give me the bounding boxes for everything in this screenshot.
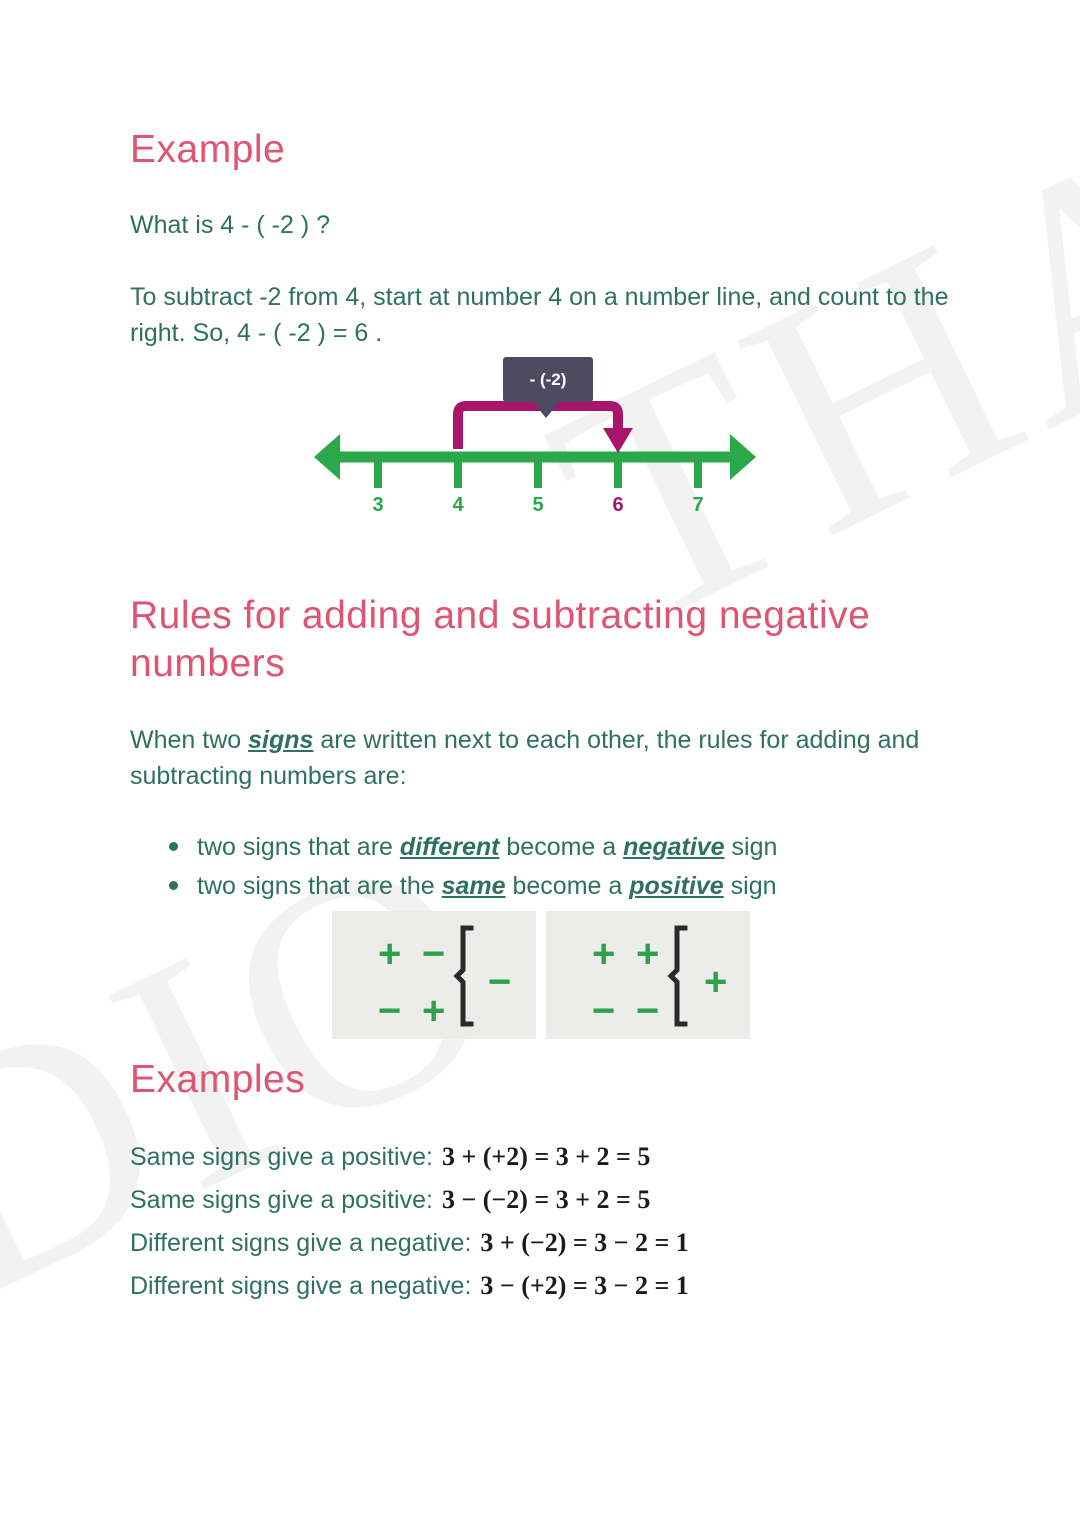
bullet-1-part-2: become a — [499, 833, 624, 861]
number-line-figure: - (-2) 3 4 5 6 7 — [300, 352, 770, 527]
rules-intro-before: When two — [130, 726, 249, 754]
example-label-3: Different signs give a negative: — [130, 1229, 472, 1257]
sign-box-different-signs — [332, 911, 536, 1039]
sign-left-row1-a: + — [378, 932, 402, 976]
example-explanation: To subtract -2 from 4, start at number 4… — [130, 283, 949, 347]
bullet-2-part-2: become a — [505, 871, 630, 900]
bullet-1-part-1: two signs that are — [197, 833, 400, 861]
example-row: Different signs give a negative: 3 + (−2… — [130, 1230, 960, 1273]
tick-label-5: 5 — [532, 494, 544, 516]
tick-label-7: 7 — [692, 494, 704, 516]
rules-intro-after: are written next to each other, the rule… — [130, 726, 920, 790]
sign-left-row1-b: − — [422, 932, 446, 976]
rules-heading: Rules for adding and subtracting negativ… — [130, 594, 871, 685]
examples-list: Same signs give a positive: 3 + (+2) = 3… — [130, 1144, 960, 1316]
example-question: What is 4 - ( -2 ) ? — [130, 211, 331, 239]
rules-intro-emphasis: signs — [248, 726, 314, 754]
sign-right-row2-a: − — [592, 989, 616, 1033]
example-math-4: 3 − (+2) = 3 − 2 = 1 — [480, 1271, 689, 1300]
sign-left-row2-b: + — [422, 989, 446, 1033]
sign-right-row1-b: + — [636, 932, 660, 976]
sign-left-result: − — [488, 960, 512, 1004]
sign-right-row2-b: − — [636, 989, 660, 1033]
sign-rule-diagrams: + − − + − + + − − + — [330, 908, 760, 1048]
examples-heading: Examples — [130, 1058, 306, 1101]
example-math-1: 3 + (+2) = 3 + 2 = 5 — [441, 1142, 651, 1171]
brace-different-icon — [453, 925, 474, 1027]
example-row: Different signs give a negative: 3 − (+2… — [130, 1273, 960, 1316]
number-line-ticks — [374, 457, 702, 488]
sign-box-same-signs — [546, 911, 750, 1039]
example-label-4: Different signs give a negative: — [130, 1272, 472, 1300]
example-label-1: Same signs give a positive: — [130, 1143, 433, 1171]
tick-label-6: 6 — [612, 494, 624, 516]
jump-tooltip — [503, 357, 593, 418]
example-heading: Example — [130, 128, 286, 171]
example-row: Same signs give a positive: 3 + (+2) = 3… — [130, 1144, 960, 1187]
bullet-1-emphasis-2: negative — [623, 833, 725, 861]
example-math-2: 3 − (−2) = 3 + 2 = 5 — [441, 1185, 651, 1214]
rules-intro-paragraph: When two signs are written next to each … — [130, 723, 960, 794]
rules-bullet-list: two signs that are different become a ne… — [130, 828, 995, 906]
list-item: two signs that are the same become a pos… — [165, 867, 995, 906]
jump-tooltip-label: - (-2) — [529, 369, 567, 389]
bullet-2-emphasis-1: same — [441, 871, 506, 900]
example-math-3: 3 + (−2) = 3 − 2 = 1 — [480, 1228, 689, 1257]
example-row: Same signs give a positive: 3 − (−2) = 3… — [130, 1187, 960, 1230]
bullet-1-emphasis-1: different — [399, 833, 500, 861]
bullet-1-part-3: sign — [724, 833, 778, 861]
sign-right-result: + — [704, 960, 728, 1004]
tick-label-4: 4 — [452, 494, 464, 516]
sign-left-row2-a: − — [378, 989, 402, 1033]
bullet-2-part-1: two signs that are the — [197, 871, 442, 900]
list-item: two signs that are different become a ne… — [165, 828, 995, 867]
example-label-2: Same signs give a positive: — [130, 1186, 433, 1214]
sign-right-row1-a: + — [592, 932, 616, 976]
tick-label-3: 3 — [372, 494, 384, 516]
bullet-2-part-3: sign — [723, 871, 777, 900]
bullet-2-emphasis-2: positive — [629, 871, 724, 900]
brace-same-icon — [667, 925, 688, 1027]
